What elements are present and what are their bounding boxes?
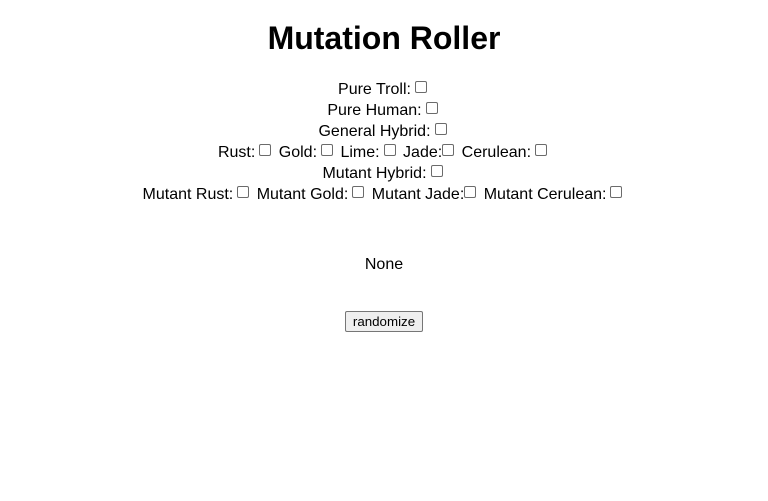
option-row-hybrid-colors: Rust: Gold: Lime: Jade: Cerulean: xyxy=(0,141,768,162)
option-mutant-cerulean: Mutant Cerulean: xyxy=(483,185,626,203)
option-row-mutant-hybrid: Mutant Hybrid: xyxy=(0,162,768,183)
option-cerulean: Cerulean: xyxy=(461,143,550,161)
option-gold: Gold: xyxy=(278,143,336,161)
option-label-mutant-jade: Mutant Jade: xyxy=(371,185,465,203)
option-label-rust: Rust: xyxy=(217,143,256,161)
option-general-hybrid: General Hybrid: xyxy=(318,122,449,140)
checkbox-jade[interactable] xyxy=(442,143,455,156)
option-mutant-jade: Mutant Jade: xyxy=(371,185,480,203)
checkbox-gold[interactable] xyxy=(321,143,334,156)
option-rust: Rust: xyxy=(217,143,274,161)
checkbox-mutant-gold[interactable] xyxy=(352,185,365,198)
option-label-mutant-rust: Mutant Rust: xyxy=(142,185,234,203)
option-row-pure-human: Pure Human: xyxy=(0,99,768,120)
page-title: Mutation Roller xyxy=(267,20,501,56)
randomize-button[interactable]: randomize xyxy=(344,310,424,332)
option-jade: Jade: xyxy=(403,143,457,161)
result-text: None xyxy=(364,255,404,273)
checkbox-mutant-hybrid[interactable] xyxy=(430,164,443,177)
option-mutant-rust: Mutant Rust: xyxy=(142,185,253,203)
option-label-mutant-hybrid: Mutant Hybrid: xyxy=(322,164,427,182)
option-pure-troll: Pure Troll: xyxy=(338,80,430,98)
checkbox-rust[interactable] xyxy=(259,143,272,156)
checkbox-mutant-rust[interactable] xyxy=(237,185,250,198)
button-area: randomize xyxy=(0,310,768,332)
page-root: Mutation Roller Pure Troll: Pure Human: Ge… xyxy=(0,20,768,332)
option-label-gold: Gold: xyxy=(278,143,318,161)
option-lime: Lime: xyxy=(340,143,398,161)
option-mutant-gold: Mutant Gold: xyxy=(256,185,368,203)
option-mutant-hybrid: Mutant Hybrid: xyxy=(322,164,445,182)
option-label-pure-human: Pure Human: xyxy=(327,101,422,119)
checkbox-pure-troll[interactable] xyxy=(414,80,427,93)
option-label-mutant-gold: Mutant Gold: xyxy=(256,185,349,203)
option-row-pure-troll: Pure Troll: xyxy=(0,78,768,99)
option-label-lime: Lime: xyxy=(340,143,380,161)
checkbox-general-hybrid[interactable] xyxy=(434,122,447,135)
option-label-cerulean: Cerulean: xyxy=(461,143,532,161)
checkbox-pure-human[interactable] xyxy=(425,101,438,114)
option-pure-human: Pure Human: xyxy=(327,101,440,119)
checkbox-mutant-cerulean[interactable] xyxy=(610,185,623,198)
option-label-general-hybrid: General Hybrid: xyxy=(318,122,431,140)
checkbox-lime[interactable] xyxy=(383,143,396,156)
result-area: None xyxy=(0,256,768,274)
mutation-options-form: Pure Troll:Pure Human:General Hybrid:Rus… xyxy=(0,78,768,204)
checkbox-mutant-jade[interactable] xyxy=(464,185,477,198)
option-label-pure-troll: Pure Troll: xyxy=(338,80,411,98)
option-row-mutant-colors: Mutant Rust: Mutant Gold: Mutant Jade: M… xyxy=(0,183,768,204)
option-label-jade: Jade: xyxy=(403,143,443,161)
checkbox-cerulean[interactable] xyxy=(535,143,548,156)
option-label-mutant-cerulean: Mutant Cerulean: xyxy=(483,185,607,203)
option-row-general-hybrid: General Hybrid: xyxy=(0,120,768,141)
